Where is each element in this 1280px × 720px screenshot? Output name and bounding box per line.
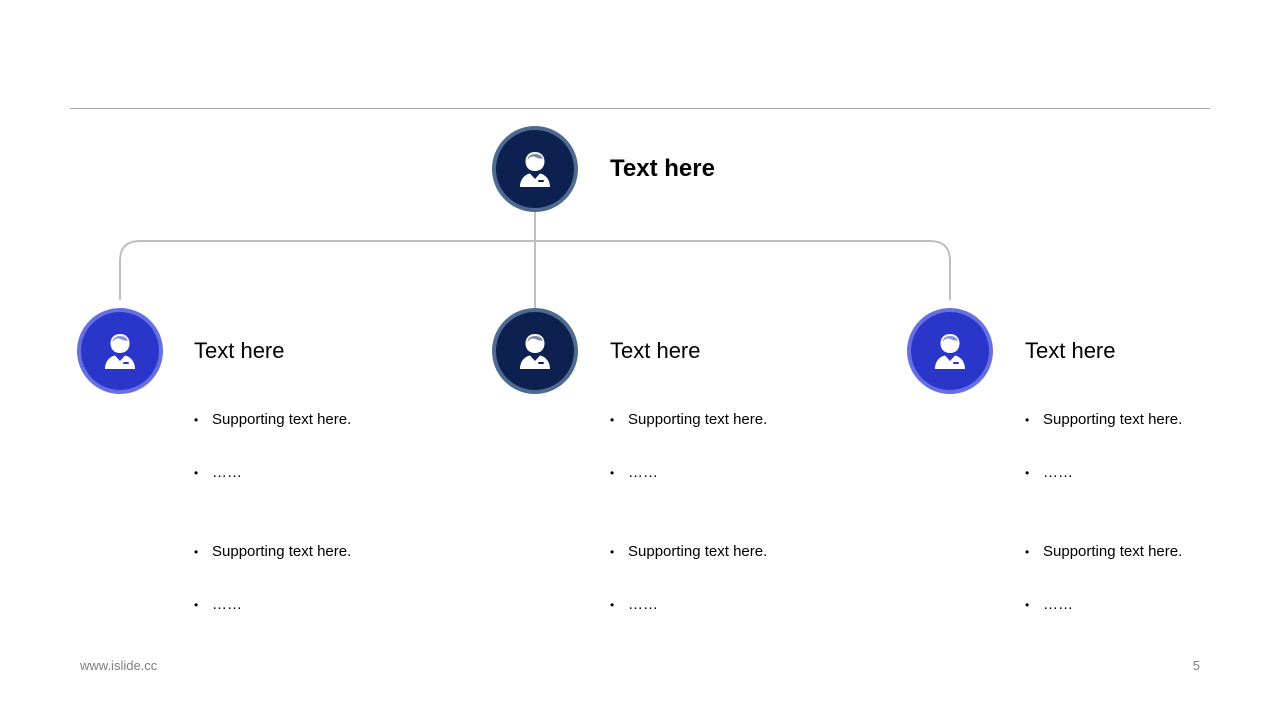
- list-item: Supporting text here.: [1025, 538, 1225, 566]
- child-title-3: Text here: [1025, 338, 1116, 363]
- child-node-1: [77, 308, 163, 394]
- list-item: Supporting text here.: [1025, 406, 1225, 434]
- footer-url: www.islide.cc: [80, 658, 158, 673]
- child-node-2: [492, 308, 578, 394]
- child-title-2: Text here: [610, 338, 701, 363]
- list-item: ……: [610, 459, 830, 487]
- top-divider: [70, 108, 1210, 109]
- list-item: ……: [194, 591, 414, 619]
- page-number: 5: [1192, 658, 1200, 673]
- person-icon: [105, 334, 135, 369]
- child-node-3: [907, 308, 993, 394]
- connector-right: [535, 240, 951, 300]
- list-item: Supporting text here.: [194, 406, 414, 434]
- root-node: [492, 126, 578, 212]
- list-item: ……: [1025, 459, 1225, 487]
- bullet-list-1: Supporting text here. …… Supporting text…: [194, 406, 414, 619]
- person-icon: [520, 152, 550, 187]
- list-item: ……: [610, 591, 830, 619]
- person-icon: [935, 334, 965, 369]
- list-item: Supporting text here.: [610, 406, 830, 434]
- child-title-1: Text here: [194, 338, 285, 363]
- bullet-list-3: Supporting text here. …… Supporting text…: [1025, 406, 1225, 619]
- list-item: Supporting text here.: [610, 538, 830, 566]
- list-item: ……: [194, 459, 414, 487]
- list-item: Supporting text here.: [194, 538, 414, 566]
- root-title: Text here: [610, 155, 715, 182]
- bullet-list-2: Supporting text here. …… Supporting text…: [610, 406, 830, 619]
- list-item: ……: [1025, 591, 1225, 619]
- connector-left: [119, 240, 535, 300]
- person-icon: [520, 334, 550, 369]
